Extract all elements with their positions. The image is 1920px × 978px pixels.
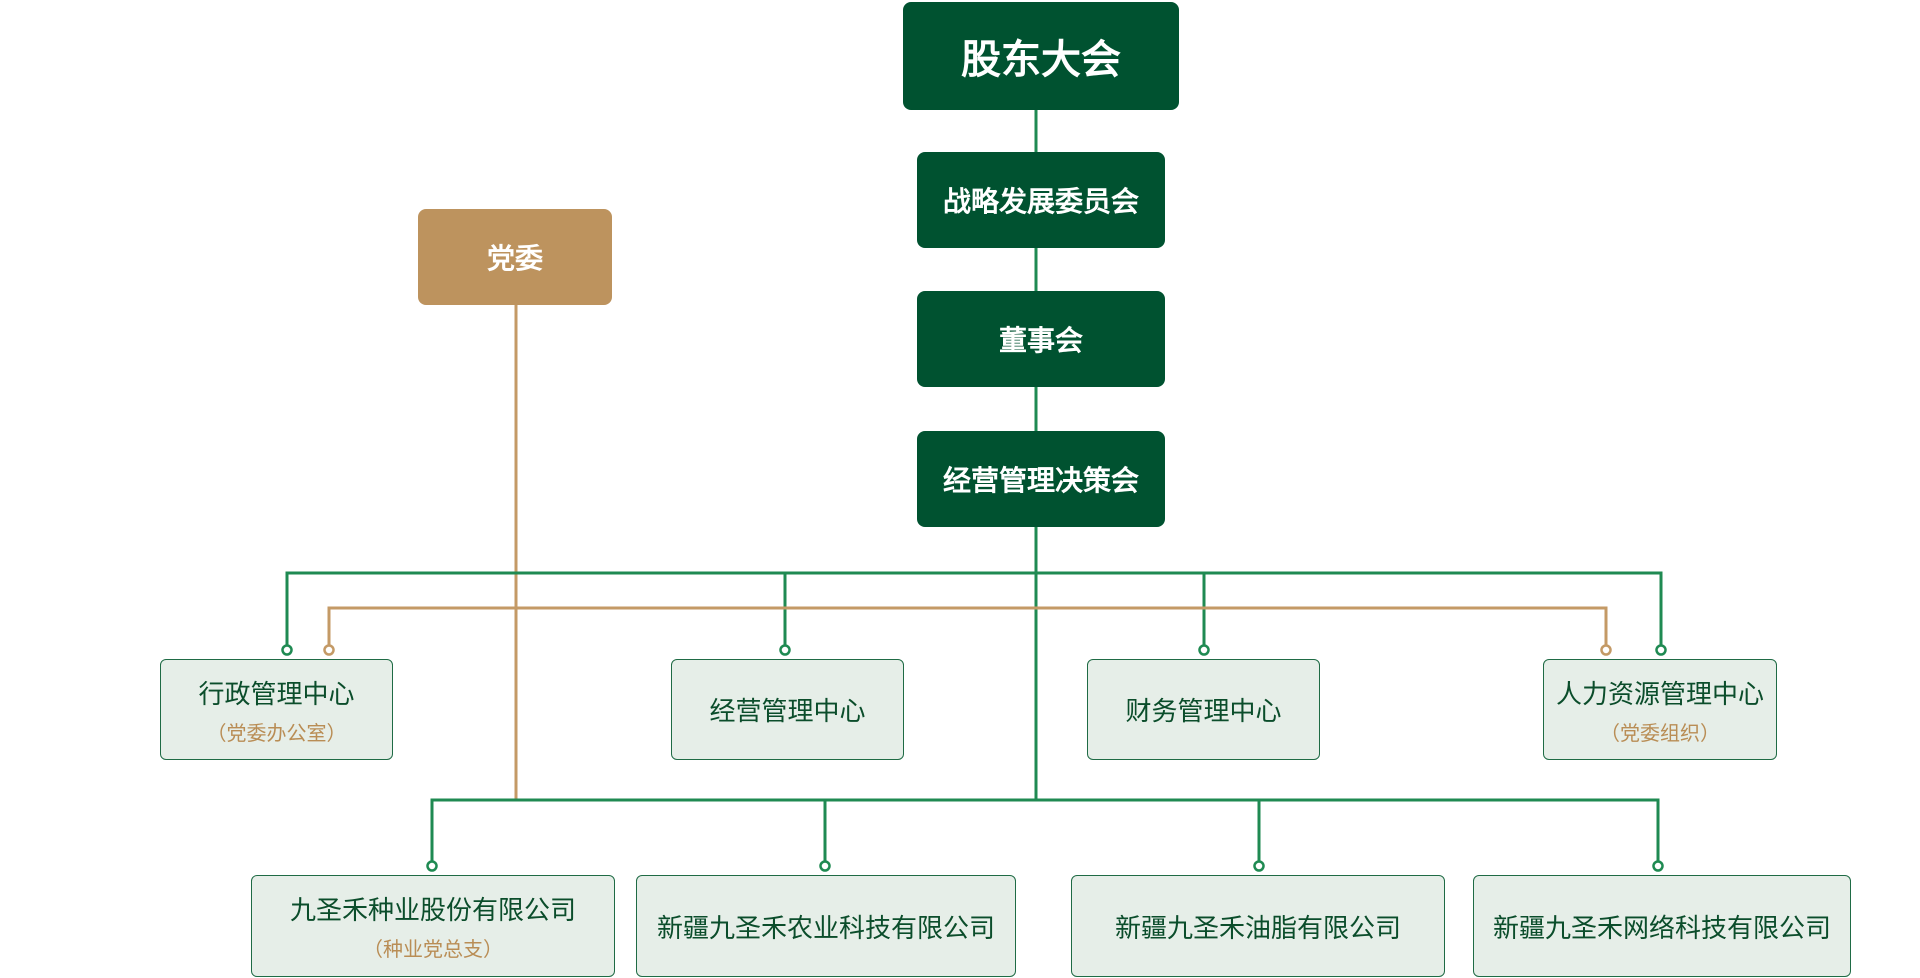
center-subtitle: （党委办公室）: [206, 720, 347, 745]
connector-dot: [819, 860, 831, 872]
center-name: 人力资源管理中心: [1555, 679, 1764, 710]
center-box-operations: 经营管理中心: [671, 659, 904, 760]
subsidiary-box-seed: 九圣禾种业股份有限公司 （种业党总支）: [251, 875, 615, 977]
center-subtitle: （党委组织）: [1600, 720, 1720, 745]
connector-dot: [323, 644, 335, 656]
board-box: 董事会: [917, 291, 1165, 387]
party-committee-label: 党委: [486, 242, 543, 275]
connector-dot: [1253, 860, 1265, 872]
subsidiary-name: 九圣禾种业股份有限公司: [289, 896, 576, 926]
shareholders-meeting-box: 股东大会: [903, 2, 1179, 110]
center-bus-line: [285, 571, 1663, 650]
party-bus-line: [327, 606, 1608, 650]
strategy-committee-box: 战略发展委员会: [917, 152, 1165, 248]
subsidiary-name: 新疆九圣禾油脂有限公司: [1114, 913, 1401, 944]
center-name: 行政管理中心: [198, 679, 355, 710]
center-box-admin: 行政管理中心 （党委办公室）: [160, 659, 393, 760]
decision-meeting-label: 经营管理决策会: [942, 464, 1139, 497]
connector-dot: [1655, 644, 1667, 656]
center-name: 经营管理中心: [709, 697, 866, 727]
strategy-committee-label: 战略发展委员会: [942, 185, 1139, 218]
board-label: 董事会: [998, 324, 1083, 357]
subsidiary-name: 新疆九圣禾网络科技有限公司: [1492, 913, 1831, 944]
connector-dot: [426, 860, 438, 872]
connector-dot: [1600, 644, 1612, 656]
center-name: 财务管理中心: [1125, 697, 1282, 727]
connector-dot: [1198, 644, 1210, 656]
subsidiary-box-oil: 新疆九圣禾油脂有限公司: [1071, 875, 1445, 977]
decision-meeting-box: 经营管理决策会: [917, 431, 1165, 527]
center-box-finance: 财务管理中心: [1087, 659, 1320, 760]
subsidiary-box-network: 新疆九圣禾网络科技有限公司: [1473, 875, 1851, 977]
connector-dot: [1652, 860, 1664, 872]
subsidiary-name: 新疆九圣禾农业科技有限公司: [656, 913, 995, 944]
connector-dot: [281, 644, 293, 656]
shareholders-meeting-label: 股东大会: [961, 37, 1121, 83]
subsidiary-subtitle: （种业党总支）: [363, 937, 503, 961]
connector-dot: [779, 644, 791, 656]
subsidiary-box-agri-tech: 新疆九圣禾农业科技有限公司: [636, 875, 1016, 977]
center-box-hr: 人力资源管理中心 （党委组织）: [1543, 659, 1777, 760]
party-committee-box: 党委: [418, 209, 612, 305]
subsidiary-bus-line: [430, 798, 1660, 866]
